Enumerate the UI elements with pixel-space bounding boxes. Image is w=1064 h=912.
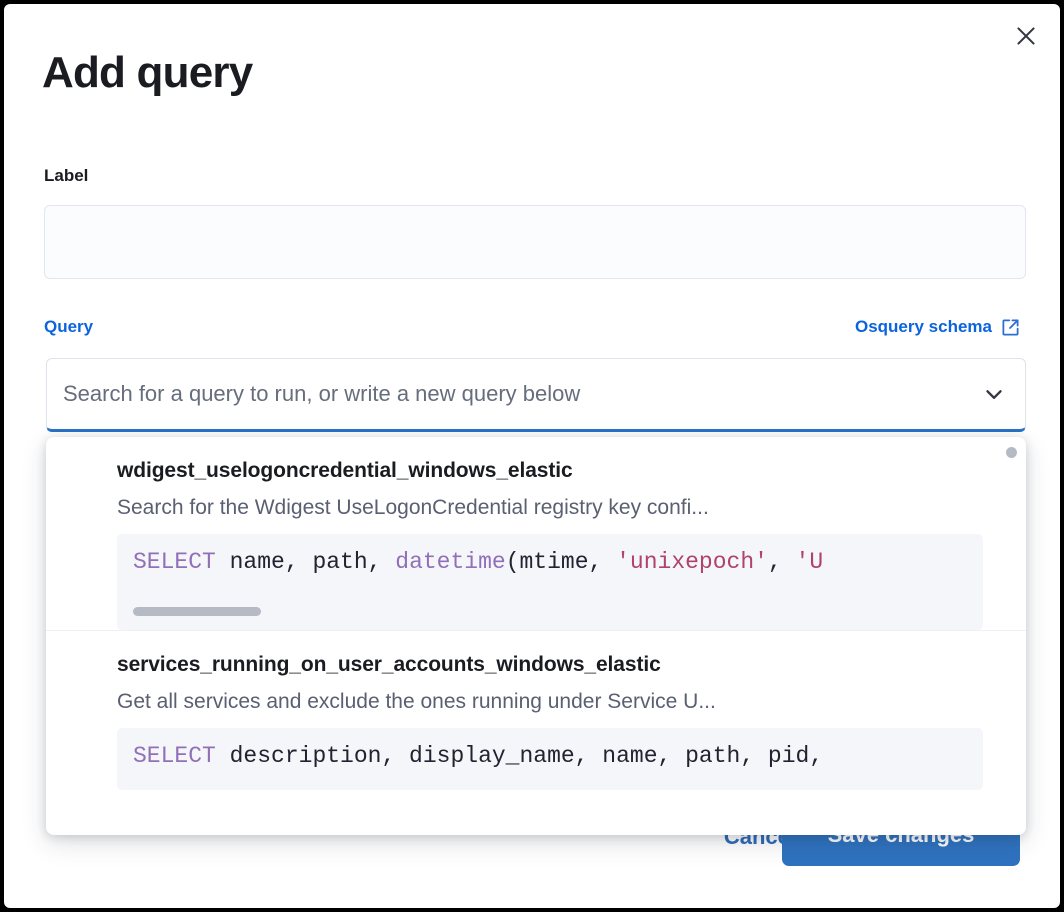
code-horizontal-scrollbar[interactable] (133, 607, 261, 616)
query-combobox[interactable] (46, 358, 1026, 432)
close-button[interactable] (1006, 16, 1046, 56)
query-search-input[interactable] (63, 381, 979, 407)
suggestion-description: Search for the Wdigest UseLogonCredentia… (117, 496, 709, 519)
page-title: Add query (42, 48, 253, 97)
suggestion-title: services_running_on_user_accounts_window… (117, 653, 661, 676)
external-link-icon (1001, 318, 1020, 337)
dropdown-scrollbar-thumb[interactable] (1006, 447, 1017, 458)
query-suggestions-dropdown: wdigest_uselogoncredential_windows_elast… (46, 437, 1026, 835)
list-item[interactable]: services_running_on_user_accounts_window… (46, 630, 1026, 790)
chevron-down-icon[interactable] (979, 379, 1009, 409)
label-field-label: Label (44, 166, 89, 185)
close-icon (1013, 23, 1039, 49)
osquery-schema-link[interactable]: Osquery schema (855, 317, 1020, 337)
label-input[interactable] (44, 205, 1026, 279)
query-field-label: Query (44, 317, 94, 336)
suggestion-description: Get all services and exclude the ones ru… (117, 690, 716, 713)
code-line: SELECT name, path, datetime(mtime, 'unix… (133, 549, 824, 575)
suggestion-code-block: SELECT description, display_name, name, … (117, 728, 983, 790)
osquery-schema-link-label: Osquery schema (854, 317, 992, 336)
suggestion-code-block: SELECT name, path, datetime(mtime, 'unix… (117, 534, 983, 630)
add-query-modal: Add query Label Query Osquery schema Can… (4, 4, 1060, 908)
suggestion-title: wdigest_uselogoncredential_windows_elast… (117, 459, 573, 482)
list-item[interactable]: wdigest_uselogoncredential_windows_elast… (46, 437, 1026, 630)
code-line: SELECT description, display_name, name, … (133, 743, 824, 769)
